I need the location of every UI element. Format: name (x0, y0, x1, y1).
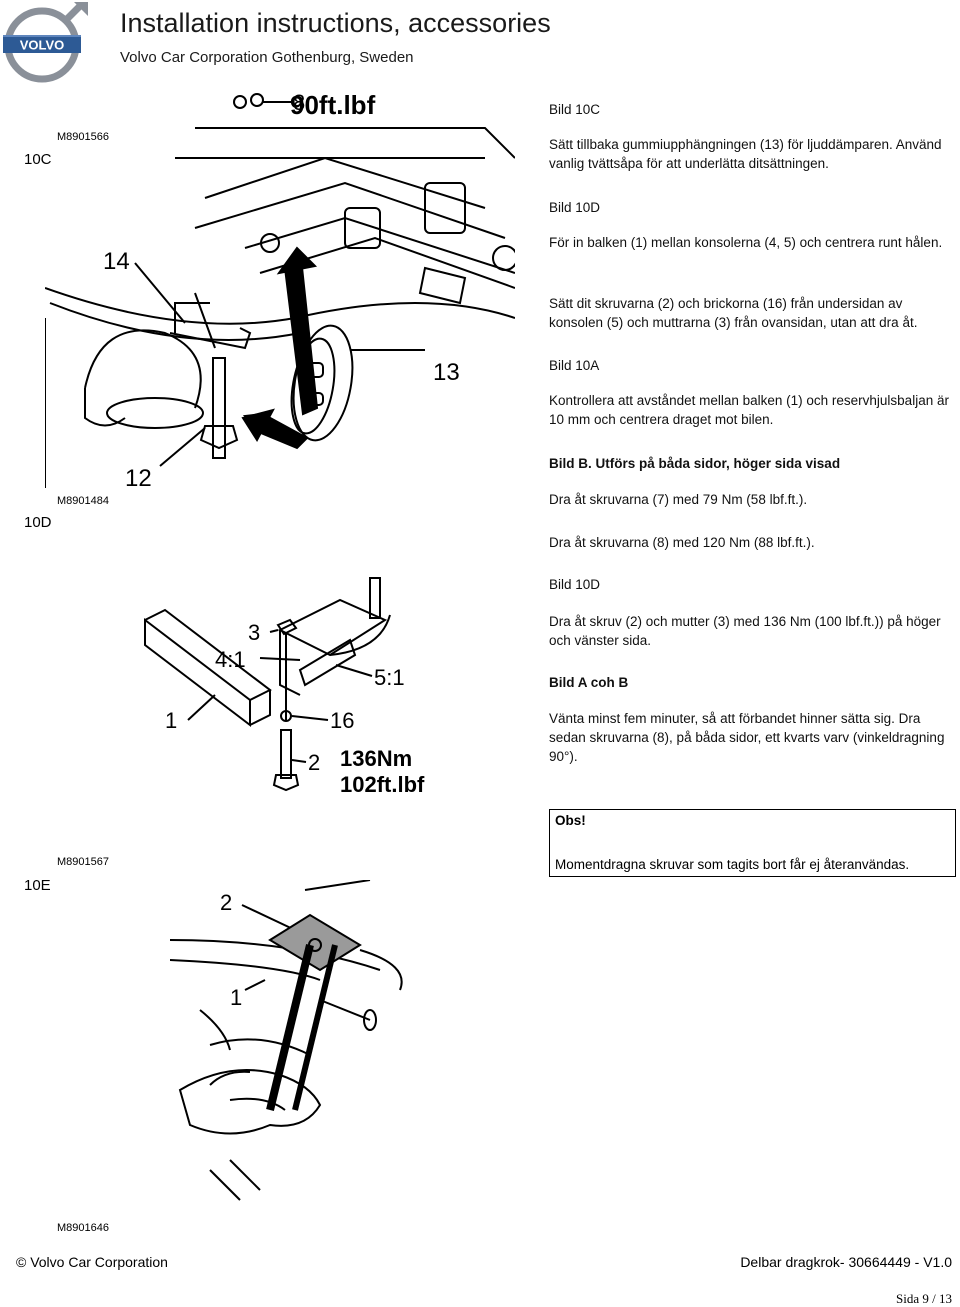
torque-nm: 136Nm (340, 746, 412, 771)
instruction-heading: Bild 10D (549, 200, 601, 215)
callout-12: 12 (125, 465, 152, 492)
instruction-text: Kontrollera att avståndet mellan balken … (549, 393, 949, 427)
callout-1: 1 (230, 985, 242, 1010)
instruction-heading: Bild A coh B (549, 675, 629, 690)
figure-10e-torque-wrench: 2 1 (169, 879, 410, 1210)
image-code: M8901646 (57, 1222, 109, 1234)
callout-5-1: 5:1 (374, 665, 405, 690)
note-text: Momentdragna skruvar som tagits bort får… (555, 857, 910, 872)
instruction-text: Vänta minst fem minuter, så att förbande… (549, 711, 945, 764)
instruction-text: Sätt tillbaka gummiupphängningen (13) fö… (549, 137, 942, 171)
instruction-text: Dra åt skruvarna (7) med 79 Nm (58 lbf.f… (549, 492, 808, 507)
callout-3: 3 (248, 620, 260, 645)
footer-doc-id: Delbar dragkrok- 30664449 - V1.0 (740, 1254, 952, 1270)
image-code: M8901567 (57, 856, 109, 868)
instruction-heading: Bild 10D (549, 577, 601, 592)
instruction-heading: Bild 10C (549, 102, 601, 117)
note-title: Obs! (555, 813, 586, 828)
callout-8: 8 (293, 90, 305, 115)
image-code: M8901484 (57, 495, 109, 507)
callout-2: 2 (220, 890, 232, 915)
callout-2: 2 (308, 750, 320, 775)
note-box (549, 809, 956, 877)
page-subtitle: Volvo Car Corporation Gothenburg, Sweden (120, 49, 414, 66)
callout-16: 16 (330, 708, 354, 733)
torque-lbf: 102ft.lbf (340, 772, 425, 797)
instruction-heading: Bild 10A (549, 358, 600, 373)
image-code: M8901566 (57, 131, 109, 143)
figure-10d-beam-console: 3 4:1 5:1 1 16 2 136Nm 102ft.lbf (140, 570, 440, 800)
page-title: Installation instructions, accessories (120, 8, 551, 38)
svg-text:VOLVO: VOLVO (20, 38, 65, 53)
callout-1: 1 (165, 708, 177, 733)
instruction-text: Dra åt skruv (2) och mutter (3) med 136 … (549, 614, 941, 648)
footer-copyright: © Volvo Car Corporation (16, 1254, 168, 1270)
step-id: 10E (24, 877, 51, 894)
instruction-text: För in balken (1) mellan konsolerna (4, … (549, 235, 943, 250)
instruction-text: Dra åt skruvarna (8) med 120 Nm (88 lbf.… (549, 535, 815, 550)
volvo-logo: VOLVO (0, 0, 90, 88)
step-id: 10D (24, 514, 52, 531)
instruction-text: Sätt dit skruvarna (2) och brickorna (16… (549, 296, 918, 330)
callout-13: 13 (433, 359, 460, 386)
step-id: 10C (24, 151, 52, 168)
callout-4-1: 4:1 (215, 647, 246, 672)
callout-14: 14 (103, 248, 130, 275)
instruction-heading: Bild B. Utförs på båda sidor, höger sida… (549, 456, 841, 471)
torque-label: 90ft.lbf (290, 90, 376, 120)
figure-10c-muffler-mount: 90ft.lbf 8 13 (44, 88, 518, 493)
page-number: Sida 9 / 13 (896, 1291, 952, 1306)
